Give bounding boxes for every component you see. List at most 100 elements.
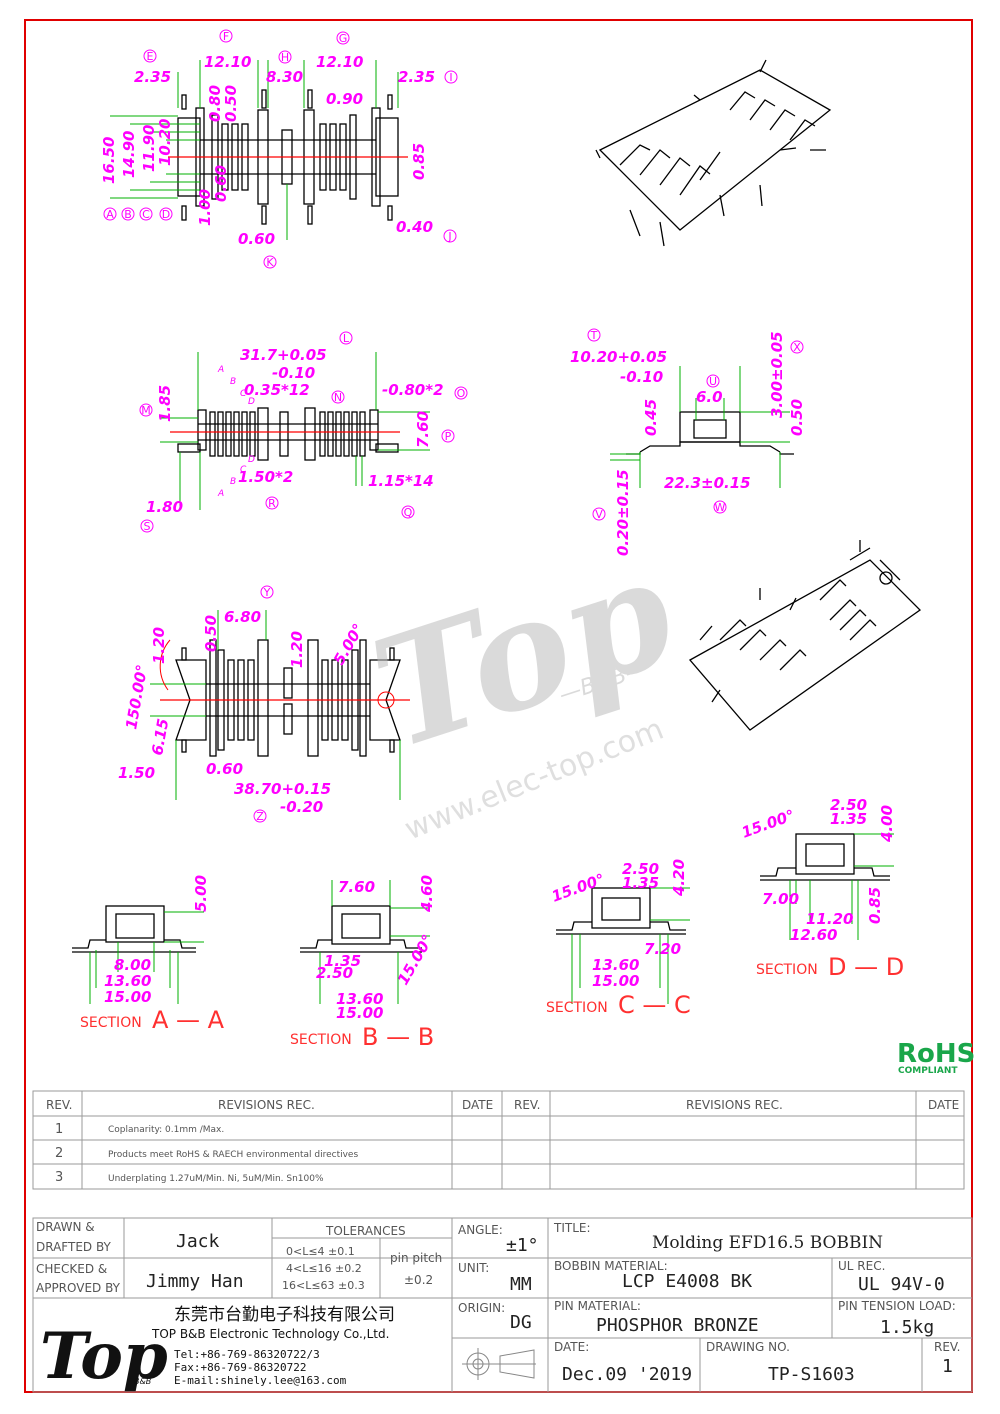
dim-z: 38.70+0.15 bbox=[234, 780, 331, 798]
revision-table: REV. REVISIONS REC. DATE REV. REVISIONS … bbox=[32, 1090, 965, 1190]
dim-v: 0.20±0.15 bbox=[614, 469, 632, 556]
dim-l-tol: -0.10 bbox=[272, 364, 315, 382]
pin-pitch-value: ±0.2 bbox=[404, 1273, 433, 1287]
cut-d-top: D bbox=[248, 397, 255, 407]
label-h: H bbox=[281, 51, 289, 64]
sec-b-letters: B — B bbox=[362, 1023, 434, 1051]
sec-c-dim3: 4.20 bbox=[670, 859, 688, 897]
cut-a-top: A bbox=[217, 365, 224, 375]
unit-label: UNIT: bbox=[458, 1261, 489, 1275]
dim-120-left: 1.20 bbox=[150, 627, 168, 664]
dim-o: -0.80*2 bbox=[382, 381, 444, 399]
label-j: J bbox=[447, 230, 451, 243]
sec-a-dim3: 15.00 bbox=[104, 988, 151, 1006]
rev-header-rec: REVISIONS REC. bbox=[218, 1098, 315, 1112]
label-n: N bbox=[334, 391, 342, 404]
label-f: F bbox=[223, 30, 229, 43]
dim-120-mid: 1.20 bbox=[288, 631, 306, 668]
sec-c-dim0: 15.00° bbox=[549, 870, 607, 906]
label-e: E bbox=[147, 50, 154, 63]
company-tel: Tel:+86-769-86320722/3 bbox=[174, 1348, 320, 1361]
side-view: 31.7+0.05 -0.10 0.35*12 -0.80*2 1.85 7.6… bbox=[139, 331, 468, 533]
dim-060a: 0.60 bbox=[212, 165, 230, 202]
cut-c-top: C bbox=[240, 389, 247, 399]
date-value: Dec.09 '2019 bbox=[562, 1364, 692, 1385]
rev-row-1-rev: 1 bbox=[55, 1122, 63, 1137]
label-i: I bbox=[449, 71, 452, 84]
sec-d-dim0: 15.00° bbox=[739, 806, 797, 842]
origin-value: DG bbox=[510, 1312, 532, 1333]
sec-c-dim6: 15.00 bbox=[592, 972, 639, 990]
label-w: W bbox=[715, 501, 726, 514]
rev-row-2-text: Products meet RoHS & RAECH environmental… bbox=[108, 1150, 358, 1160]
bobbin-material: LCP E4008 BK bbox=[622, 1271, 752, 1292]
bottom-view: 6.80 0.50 1.20 1.20 5.00° 150.00° 6.15 1… bbox=[118, 585, 410, 823]
sec-a-dim0: 5.00 bbox=[192, 875, 210, 912]
label-k: K bbox=[266, 256, 274, 269]
sec-c-dim4: 7.20 bbox=[644, 940, 681, 958]
company-fax: Fax:+86-769-86320722 bbox=[174, 1361, 306, 1374]
label-b: B bbox=[124, 208, 132, 221]
dim-z-tol: -0.20 bbox=[280, 798, 323, 816]
dim-615: 6.15 bbox=[148, 717, 172, 757]
drawn-label-1: DRAWN & bbox=[36, 1220, 95, 1234]
rev-label: REV. bbox=[934, 1340, 960, 1354]
dim-060-bot: 0.60 bbox=[206, 760, 243, 778]
dim-k: 0.60 bbox=[238, 230, 275, 248]
rev-row-2-rev: 2 bbox=[55, 1146, 63, 1161]
sec-b-dim6: 15.00 bbox=[336, 1004, 383, 1022]
sec-a-dim1: 8.00 bbox=[114, 956, 151, 974]
cut-b-bot: B bbox=[230, 477, 236, 487]
ul-value: UL 94V-0 bbox=[858, 1274, 945, 1295]
dim-f: 12.10 bbox=[204, 53, 251, 71]
dim-u: 6.0 bbox=[696, 388, 723, 406]
drawn-name: Jack bbox=[176, 1231, 220, 1252]
dim-n: 0.35*12 bbox=[244, 381, 310, 399]
dim-t: 10.20+0.05 bbox=[570, 348, 667, 366]
dim-t-tol: -0.10 bbox=[620, 368, 663, 386]
company-email: E-mail:shinely.lee@163.com bbox=[174, 1374, 347, 1387]
drawn-label-2: DRAFTED BY bbox=[36, 1240, 112, 1254]
dim-b: 14.90 bbox=[120, 131, 138, 178]
end-view: 10.20+0.05 -0.10 6.0 0.45 3.00±0.05 0.50… bbox=[570, 328, 806, 556]
rev-header-date: DATE bbox=[462, 1098, 493, 1112]
rev-header-rev2: REV. bbox=[514, 1098, 540, 1112]
pin-pitch-label: pin pitch bbox=[390, 1251, 442, 1265]
logo-sub: B&B bbox=[134, 1377, 151, 1386]
isometric-view-top bbox=[595, 59, 832, 247]
label-m: M bbox=[141, 404, 151, 417]
sec-c-letters: C — C bbox=[618, 991, 691, 1019]
label-t: T bbox=[590, 329, 598, 342]
title-value: Molding EFD16.5 BOBBIN bbox=[652, 1233, 883, 1253]
dim-080: 0.80 bbox=[206, 85, 224, 122]
dim-q: 1.15*14 bbox=[368, 472, 434, 490]
dim-p: 7.60 bbox=[414, 411, 432, 448]
dim-d: 10.20 bbox=[156, 119, 174, 166]
dim-h: 8.30 bbox=[266, 68, 303, 86]
top-view: 2.35 12.10 8.30 12.10 2.35 0.80 0.50 0.9… bbox=[100, 29, 458, 269]
sec-b-dim1: 4.60 bbox=[418, 875, 436, 913]
rev-value: 1 bbox=[942, 1356, 953, 1377]
label-x: X bbox=[793, 341, 801, 354]
date-label: DATE: bbox=[554, 1340, 589, 1354]
dim-100: 1.00 bbox=[196, 189, 214, 226]
dim-090: 0.90 bbox=[326, 90, 363, 108]
checked-label-2: APPROVED BY bbox=[36, 1281, 121, 1295]
label-o: O bbox=[457, 387, 466, 400]
dim-a: 16.50 bbox=[100, 137, 118, 184]
cut-d-bot: D bbox=[248, 455, 255, 465]
dim-x: 3.00±0.05 bbox=[768, 331, 786, 418]
sec-d-dim5: 11.20 bbox=[806, 910, 853, 928]
sec-b-dim2: 1.35 bbox=[324, 952, 361, 970]
tolerances-label: TOLERANCES bbox=[325, 1224, 406, 1238]
watermark: Top —B&B— www.elec-top.com bbox=[354, 523, 693, 847]
sec-d-dim1: 2.50 bbox=[830, 796, 867, 814]
dim-150deg: 150.00° bbox=[122, 663, 151, 731]
company-cn: 东莞市台勤电子科技有限公司 bbox=[174, 1305, 395, 1325]
pin-material-label: PIN MATERIAL: bbox=[554, 1299, 641, 1313]
drawing-no-label: DRAWING NO. bbox=[706, 1340, 790, 1354]
dim-s: 1.80 bbox=[146, 498, 183, 516]
rev-row-1-text: Coplanarity: 0.1mm /Max. bbox=[108, 1125, 224, 1135]
dim-045: 0.45 bbox=[642, 399, 660, 436]
dim-150: 1.50 bbox=[118, 764, 155, 782]
